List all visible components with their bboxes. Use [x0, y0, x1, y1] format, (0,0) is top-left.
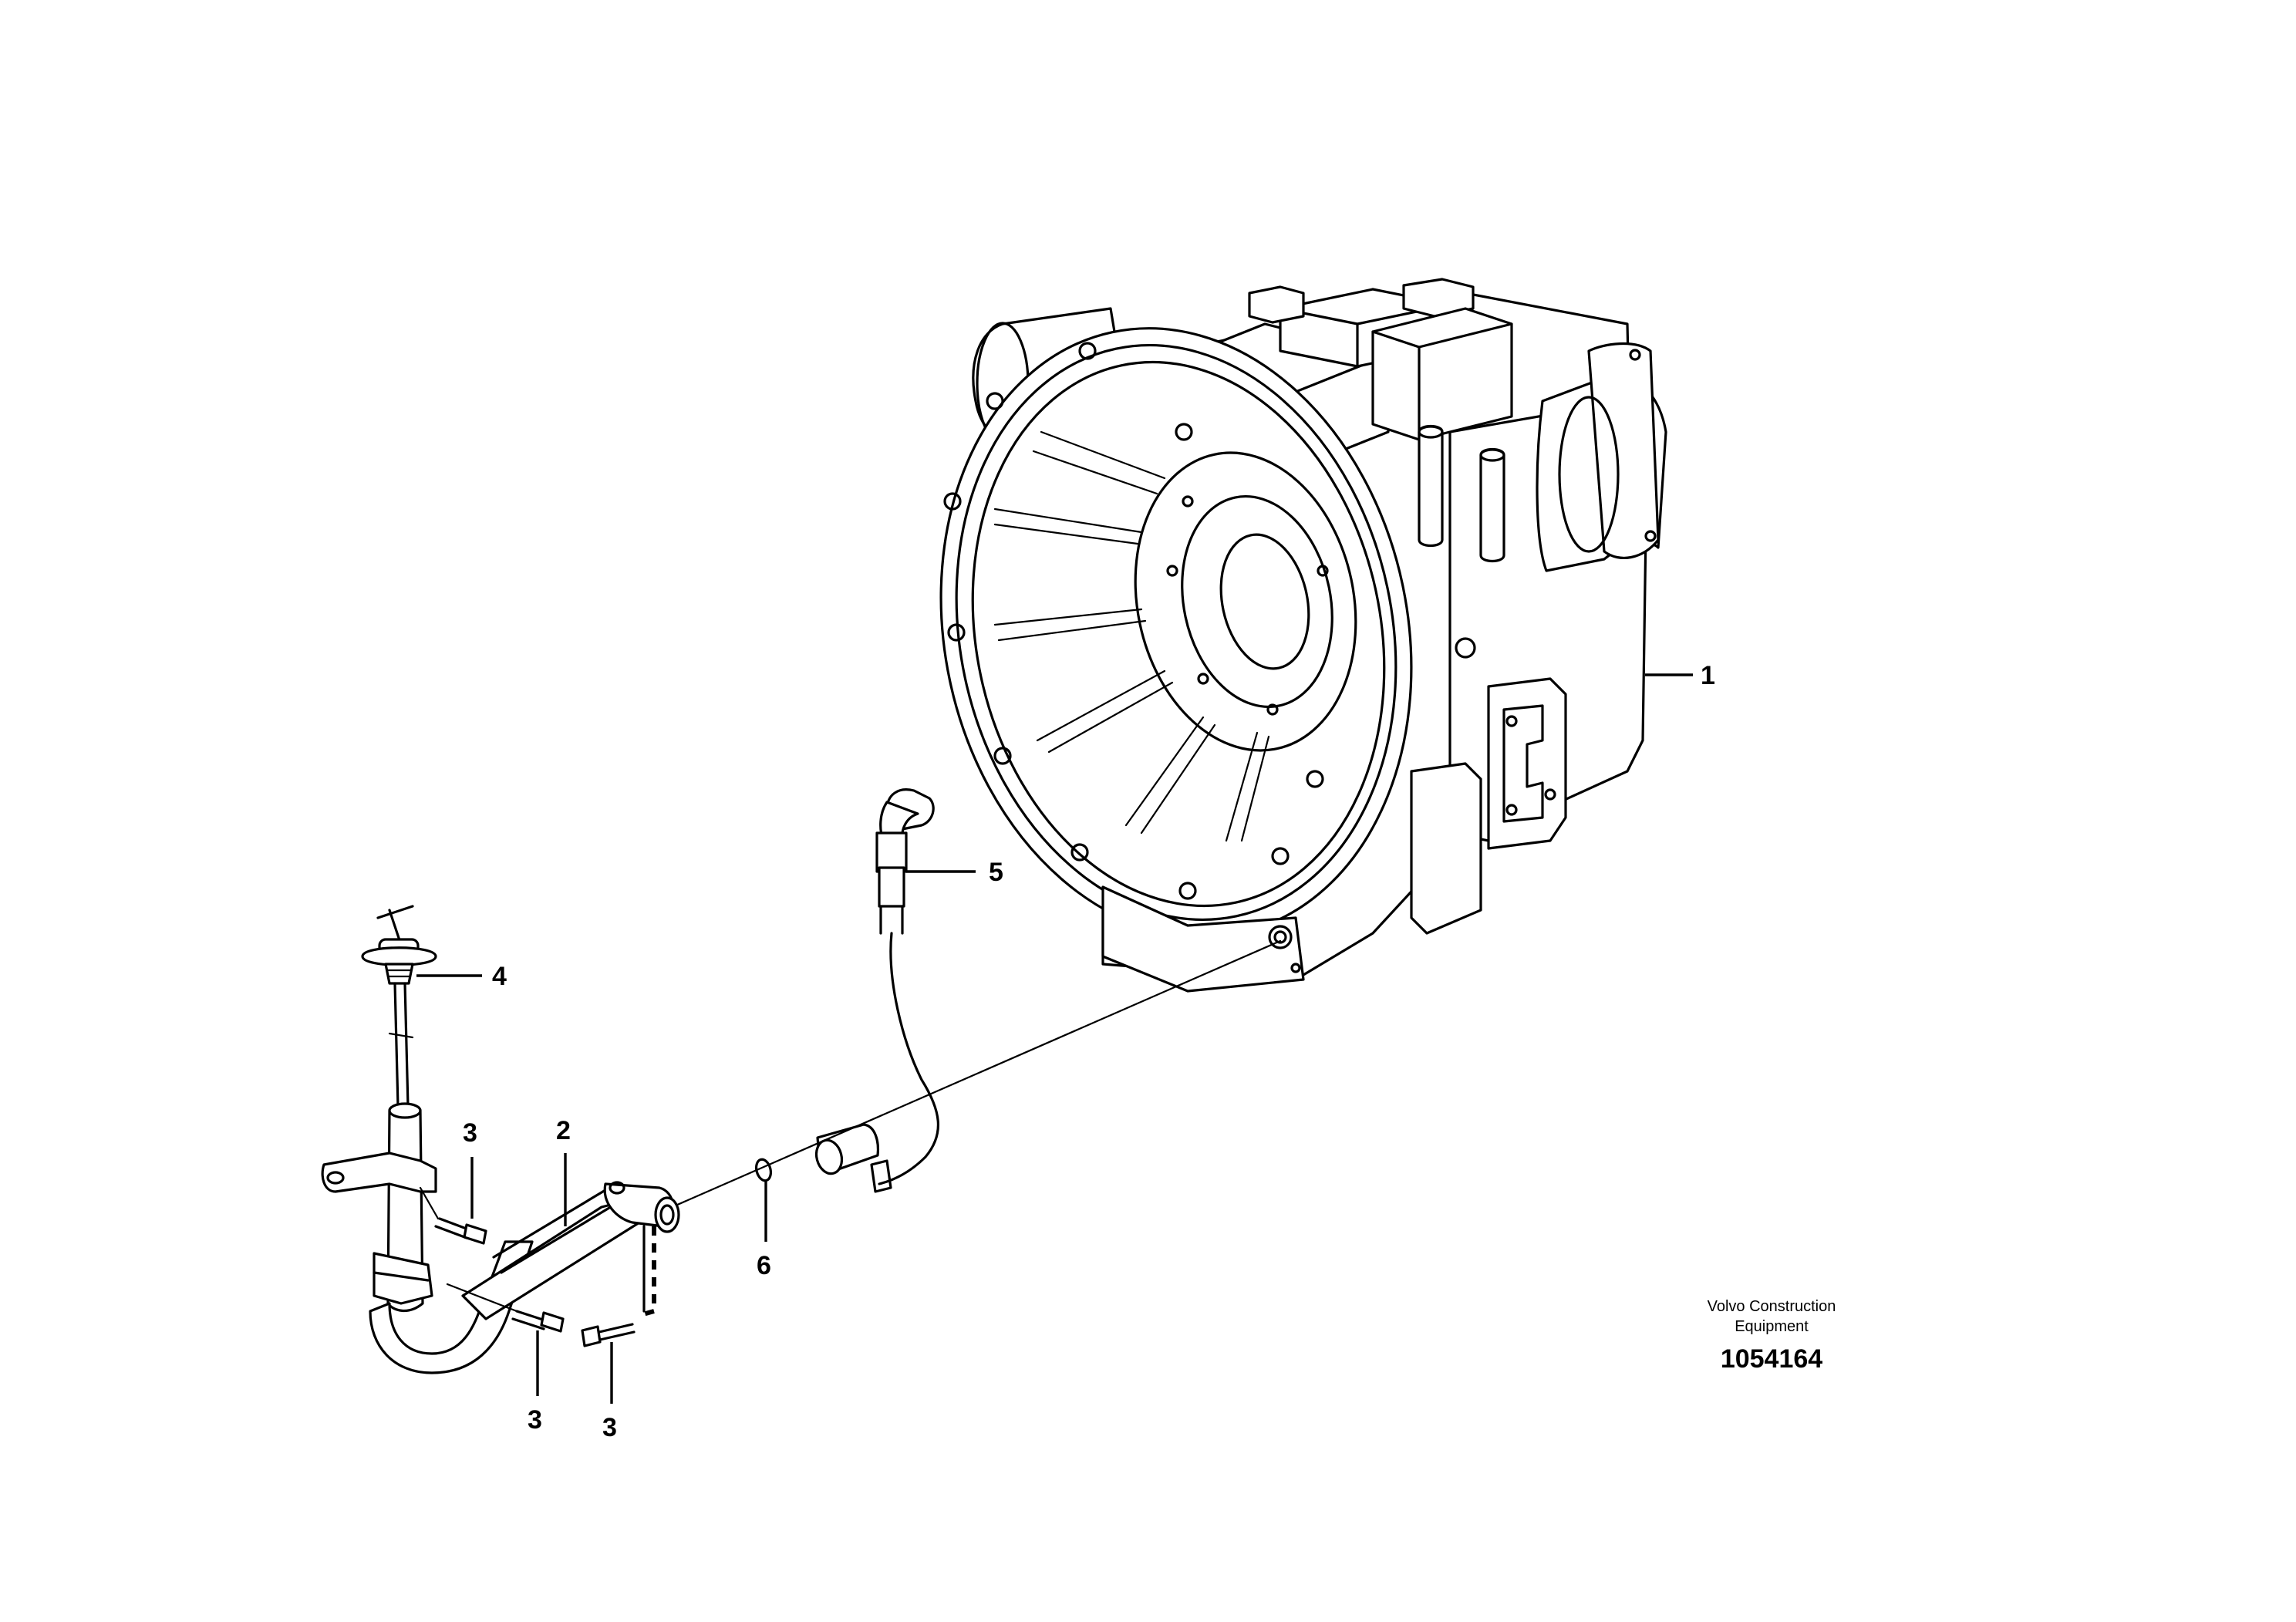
oil-hose: 5 — [814, 788, 1003, 1193]
callout-5-label: 5 — [989, 858, 1003, 887]
brand-line-2: Equipment — [1735, 1318, 1809, 1335]
bolt-lower-right: 3 — [581, 1323, 636, 1442]
bolt-upper: 3 — [419, 1118, 487, 1245]
callout-6-label: 6 — [757, 1251, 771, 1280]
brand-block: Volvo Construction Equipment 1054164 — [1708, 1298, 1836, 1374]
callout-4-label: 4 — [492, 962, 507, 991]
brand-line-1: Volvo Construction — [1708, 1298, 1836, 1315]
callout-1-label: 1 — [1701, 661, 1715, 690]
assembly-line — [662, 939, 1282, 1212]
dipstick-tube: 2 — [321, 1102, 680, 1374]
bell-ribs — [993, 430, 1270, 842]
callout-3c-label: 3 — [602, 1413, 617, 1442]
o-ring: 6 — [754, 1158, 773, 1280]
callout-2-label: 2 — [556, 1116, 571, 1145]
dipstick: 4 — [361, 905, 507, 1108]
bolt-lower-left: 3 — [511, 1310, 565, 1435]
figure-number: 1054164 — [1721, 1344, 1822, 1374]
callout-3b-label: 3 — [528, 1405, 542, 1435]
callout-1: 1 — [1645, 661, 1715, 690]
callout-3a-label: 3 — [463, 1118, 477, 1148]
transmission-housing — [939, 278, 1667, 993]
